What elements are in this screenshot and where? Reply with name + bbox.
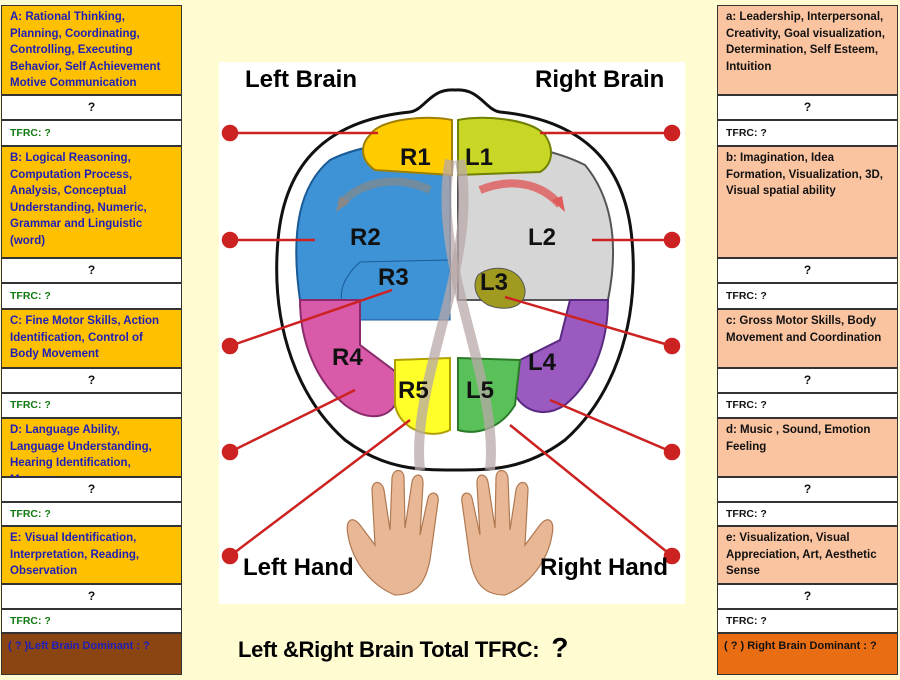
head-outline (275, 88, 635, 472)
left-tfrc-c[interactable]: TFRC: ? (1, 393, 182, 418)
left-tfrc-b[interactable]: TFRC: ? (1, 283, 182, 309)
right-answer-b[interactable]: ? (717, 258, 898, 283)
arrow-head (336, 196, 350, 212)
left-answer-e[interactable]: ? (1, 584, 182, 609)
region-label-r1: R1 (400, 144, 431, 171)
right-tfrc-d[interactable]: TFRC: ? (717, 502, 898, 526)
right-brain-dominant[interactable]: ( ? ) Right Brain Dominant : ? (717, 633, 898, 675)
left-tfrc-a[interactable]: TFRC: ? (1, 120, 182, 146)
region-label-l5: L5 (466, 377, 494, 404)
region-label-r2: R2 (350, 224, 381, 251)
left-desc-c: C: Fine Motor Skills, Action Identificat… (1, 309, 182, 368)
region-label-r4: R4 (332, 344, 363, 371)
right-desc-c: c: Gross Motor Skills, Body Movement and… (717, 309, 898, 368)
right-answer-c[interactable]: ? (717, 368, 898, 393)
left-tfrc-e[interactable]: TFRC: ? (1, 609, 182, 633)
left-brain-label: Left Brain (245, 66, 358, 93)
left-desc-d: D: Language Ability, Language Understand… (1, 418, 182, 486)
right-brain-label: Right Brain (535, 66, 665, 93)
left-answer-c[interactable]: ? (1, 368, 182, 393)
left-brain-dominant[interactable]: ( ? )Left Brain Dominant : ? (1, 633, 182, 675)
right-tfrc-c[interactable]: TFRC: ? (717, 393, 898, 418)
right-answer-d[interactable]: ? (717, 477, 898, 502)
right-hand-label: Right Hand (540, 554, 668, 581)
left-desc-e: E: Visual Identification, Interpretation… (1, 526, 182, 584)
right-hand-image (461, 469, 554, 596)
right-desc-a: a: Leadership, Interpersonal, Creativity… (717, 5, 898, 95)
region-label-r5: R5 (398, 377, 429, 404)
region-label-l3: L3 (480, 269, 508, 296)
right-tfrc-e[interactable]: TFRC: ? (717, 609, 898, 633)
right-tfrc-a[interactable]: TFRC: ? (717, 120, 898, 146)
region-r1-shape (362, 116, 453, 177)
region-label-l4: L4 (528, 349, 557, 376)
region-label-l2: L2 (528, 224, 556, 251)
region-l1-shape (457, 116, 552, 177)
total-tfrc: Left &Right Brain Total TFRC:? (238, 632, 568, 664)
left-tfrc-d[interactable]: TFRC: ? (1, 502, 182, 526)
region-label-l1: L1 (465, 144, 493, 171)
crossing-arrow (336, 177, 432, 208)
left-hand-image (346, 469, 439, 596)
right-tfrc-b[interactable]: TFRC: ? (717, 283, 898, 309)
right-answer-a[interactable]: ? (717, 95, 898, 120)
crossing-arrow (441, 159, 496, 471)
left-answer-b[interactable]: ? (1, 258, 182, 283)
right-desc-d: d: Music , Sound, Emotion Feeling (717, 418, 898, 477)
left-desc-a: A: Rational Thinking, Planning, Coordina… (1, 5, 182, 95)
left-answer-d[interactable]: ? (1, 477, 182, 502)
crossing-arrow (414, 159, 469, 471)
left-desc-b: B: Logical Reasoning, Computation Proces… (1, 146, 182, 258)
left-answer-a[interactable]: ? (1, 95, 182, 120)
right-desc-b: b: Imagination, Idea Formation, Visualiz… (717, 146, 898, 258)
region-label-r3: R3 (378, 264, 409, 291)
left-hand-label: Left Hand (243, 554, 354, 581)
arrow-head (552, 196, 565, 212)
total-tfrc-value[interactable]: ? (551, 632, 569, 663)
total-tfrc-label: Left &Right Brain Total TFRC: (238, 637, 540, 662)
right-answer-e[interactable]: ? (717, 584, 898, 609)
crossing-arrow (478, 179, 564, 208)
right-desc-e: e: Visualization, Visual Appreciation, A… (717, 526, 898, 584)
